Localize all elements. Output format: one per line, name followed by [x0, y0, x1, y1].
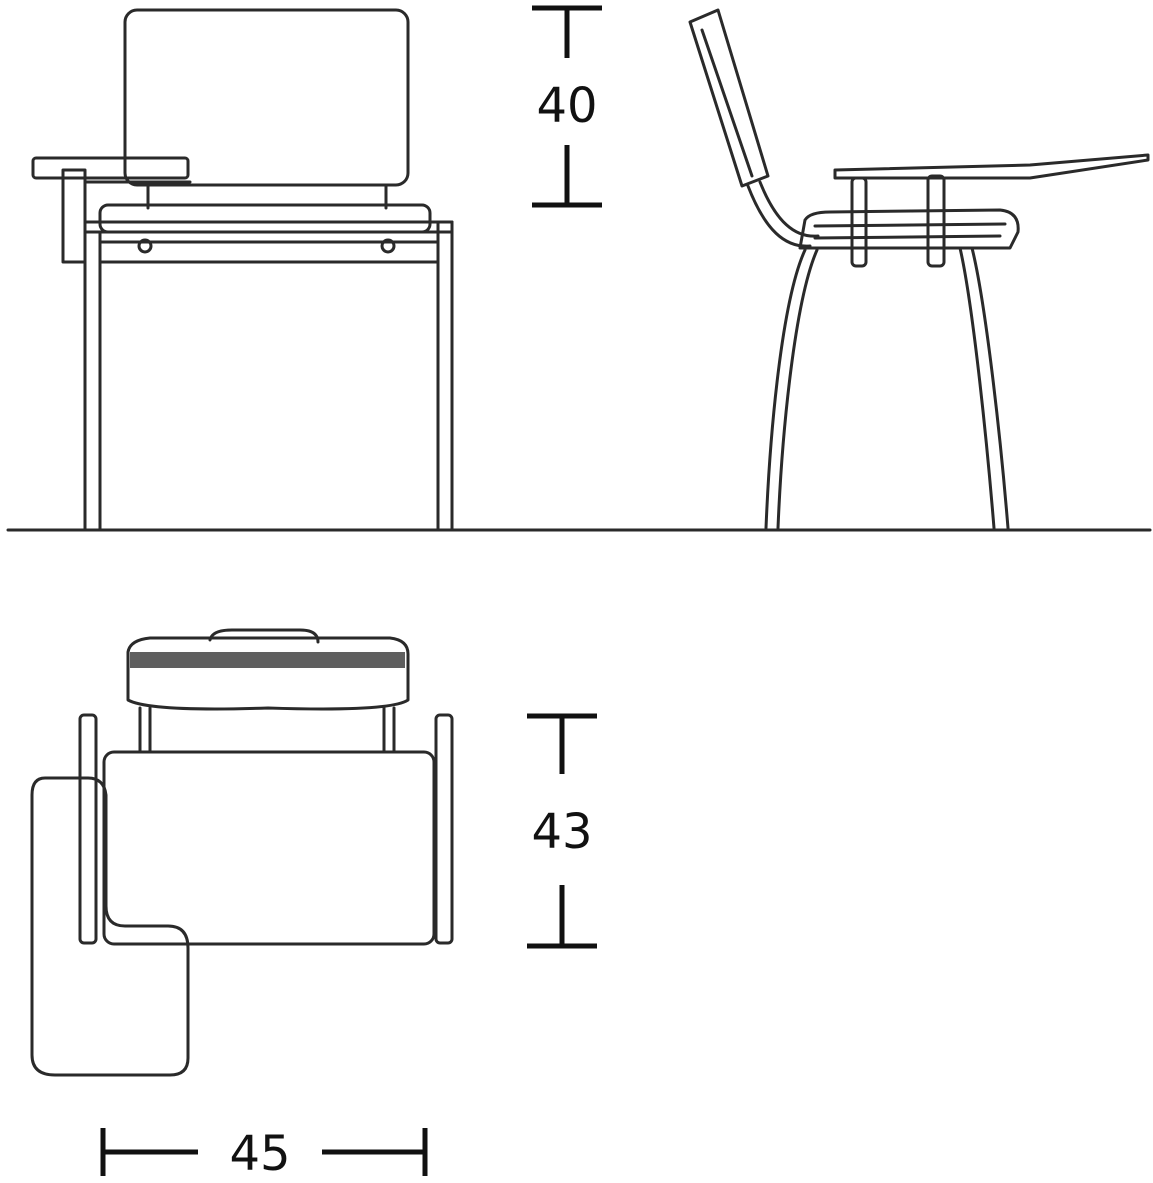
top-view [30, 628, 454, 1077]
top-seat [102, 750, 436, 946]
side-backrest-edge [700, 28, 754, 178]
dim-backrest-height: 40 [532, 5, 602, 208]
front-seat-bolt-left [137, 238, 153, 254]
top-frame-right [434, 713, 454, 945]
side-seat-layer-2 [813, 234, 1002, 240]
side-backrest [688, 8, 770, 188]
side-seat [798, 208, 1020, 250]
dim-label-backrest-height: 40 [536, 78, 597, 134]
side-tablet-bracket-left [850, 176, 868, 268]
top-backrest-pad-band [130, 652, 405, 668]
dim-seat-depth: 43 [527, 713, 597, 949]
front-top-rail [83, 220, 454, 234]
side-back-leg-inner [958, 246, 996, 530]
front-seat-bolt-right [380, 238, 396, 254]
front-backrest [123, 8, 410, 187]
dim-seat-width: 45 [100, 1126, 428, 1182]
side-front-leg-inner [776, 248, 819, 530]
front-tablet-bracket [61, 168, 87, 264]
side-seat-layer [813, 222, 1007, 228]
front-view [31, 8, 454, 532]
side-tablet-bracket-right [926, 174, 946, 268]
front-leg-right [436, 220, 454, 532]
side-back-leg [970, 246, 1010, 530]
top-backrest-handle [208, 628, 320, 644]
top-backrest [126, 636, 410, 711]
front-writing-tablet [31, 156, 190, 180]
side-view [688, 8, 1150, 530]
front-seat [98, 203, 432, 234]
dim-label-seat-depth: 43 [531, 804, 592, 860]
side-back-support [746, 184, 812, 248]
top-writing-tablet [30, 776, 190, 1077]
side-front-leg [764, 248, 807, 530]
side-writing-tablet [833, 153, 1150, 180]
dim-label-seat-width: 45 [229, 1126, 290, 1182]
front-leg-left [83, 230, 102, 532]
top-frame-left [78, 713, 98, 945]
side-back-support-inner [758, 180, 820, 238]
